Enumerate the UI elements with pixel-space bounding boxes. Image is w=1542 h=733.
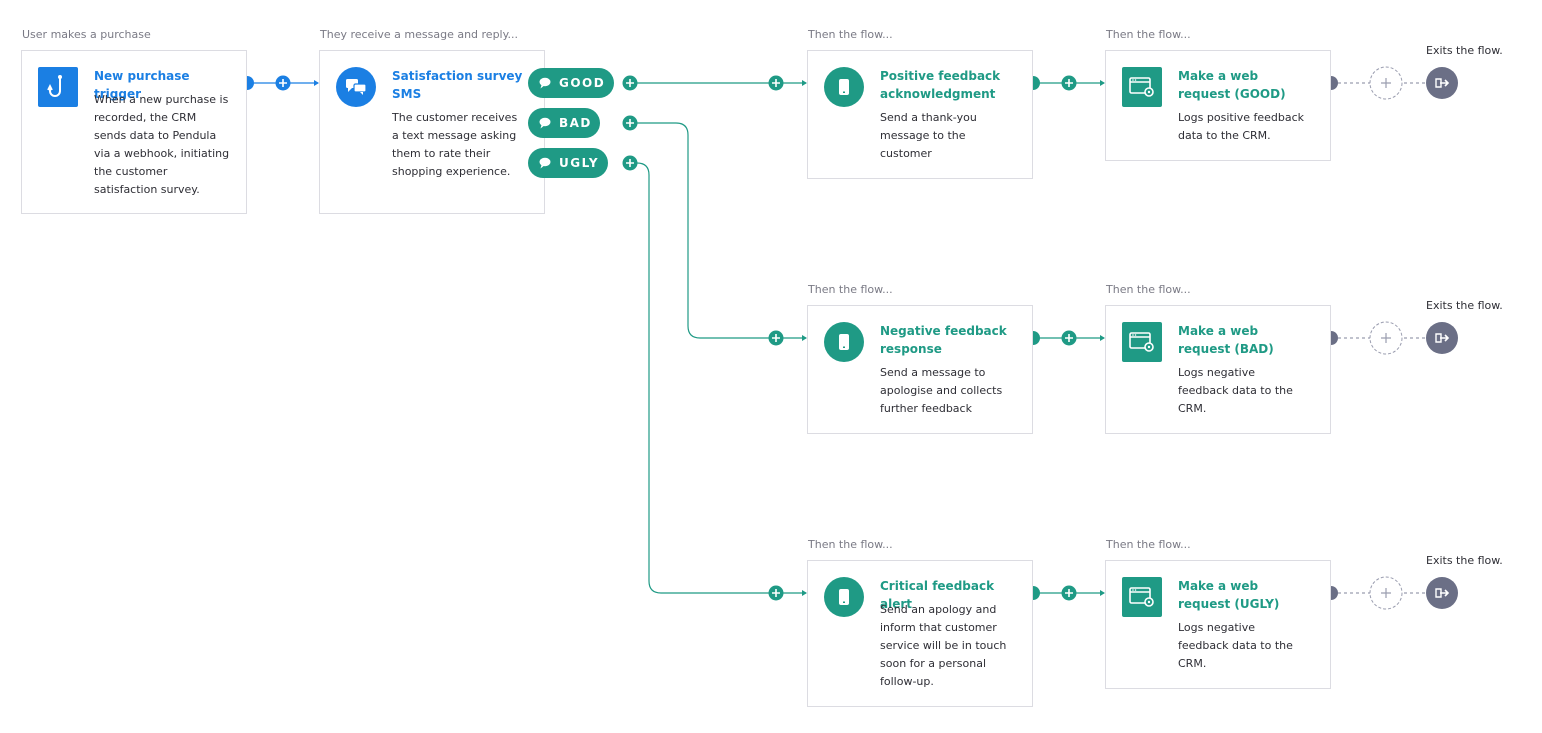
mobile-phone-icon [824,67,864,107]
add-step-button-good[interactable] [622,75,638,91]
hook-icon [38,67,78,107]
reply-ugly-label: UGLY [559,156,600,170]
web-request-description: Logs negative feedback data to the CRM. [1178,621,1293,670]
message-description: Send an apology and inform that customer… [880,603,1007,688]
web-request-icon [1122,67,1162,107]
reply-bad-label: BAD [559,116,592,130]
trigger-description: When a new purchase is recorded, the CRM… [94,93,230,196]
chat-bubbles-icon [336,67,376,107]
message-title: Negative feedback response [880,324,1007,356]
add-step-button-row2-a[interactable] [768,330,784,346]
add-step-placeholder-row1[interactable] [1369,66,1403,100]
web-request-icon [1122,322,1162,362]
message-title: Critical feedback alert [880,579,995,611]
speech-bubble-icon [539,77,551,89]
trigger-card[interactable]: New purchase trigger When a new purchase… [21,50,247,214]
stage-label-flow: Then the flow... [1106,538,1191,551]
web-request-bad-card[interactable]: Make a web request (BAD) Logs negative f… [1105,305,1331,434]
reply-bad-pill[interactable]: BAD [528,108,600,138]
stage-label-flow: Then the flow... [808,283,893,296]
reply-good-label: GOOD [559,76,606,90]
stage-label-trigger: User makes a purchase [22,28,151,41]
web-request-title: Make a web request (BAD) [1178,324,1274,356]
add-step-button-row1-a[interactable] [768,75,784,91]
add-step-button-bad[interactable] [622,115,638,131]
exit-label: Exits the flow. [1426,44,1503,57]
negative-feedback-card[interactable]: Negative feedback response Send a messag… [807,305,1033,434]
reply-good-pill[interactable]: GOOD [528,68,614,98]
message-description: Send a thank-you message to the customer [880,111,977,160]
survey-description: The customer receives a text message ask… [392,111,518,178]
add-step-button-row1-b[interactable] [1061,75,1077,91]
add-step-placeholder-row2[interactable] [1369,321,1403,355]
add-step-placeholder-row3[interactable] [1369,576,1403,610]
message-title: Positive feedback acknowledgment [880,69,1001,101]
stage-label-flow: Then the flow... [808,538,893,551]
survey-sms-card[interactable]: Satisfaction survey SMS The customer rec… [319,50,545,214]
stage-label-flow: Then the flow... [1106,283,1191,296]
trigger-title: New purchase trigger [94,69,190,101]
reply-ugly-pill[interactable]: UGLY [528,148,608,178]
exit-icon [1426,322,1458,354]
message-description: Send a message to apologise and collects… [880,366,1003,415]
mobile-phone-icon [824,577,864,617]
web-request-title: Make a web request (UGLY) [1178,579,1280,611]
positive-feedback-card[interactable]: Positive feedback acknowledgment Send a … [807,50,1033,179]
critical-feedback-card[interactable]: Critical feedback alert Send an apology … [807,560,1033,707]
survey-title: Satisfaction survey SMS [392,69,523,101]
add-step-button-1[interactable] [275,75,291,91]
web-request-description: Logs negative feedback data to the CRM. [1178,366,1293,415]
stage-label-flow: Then the flow... [1106,28,1191,41]
web-request-ugly-card[interactable]: Make a web request (UGLY) Logs negative … [1105,560,1331,689]
speech-bubble-icon [539,117,551,129]
add-step-button-ugly[interactable] [622,155,638,171]
exit-icon [1426,577,1458,609]
exit-label: Exits the flow. [1426,554,1503,567]
web-request-icon [1122,577,1162,617]
exit-label: Exits the flow. [1426,299,1503,312]
stage-label-survey: They receive a message and reply... [320,28,519,41]
speech-bubble-icon [539,157,551,169]
web-request-good-card[interactable]: Make a web request (GOOD) Logs positive … [1105,50,1331,161]
add-step-button-row2-b[interactable] [1061,330,1077,346]
web-request-title: Make a web request (GOOD) [1178,69,1286,101]
add-step-button-row3-a[interactable] [768,585,784,601]
exit-icon [1426,67,1458,99]
mobile-phone-icon [824,322,864,362]
add-step-button-row3-b[interactable] [1061,585,1077,601]
web-request-description: Logs positive feedback data to the CRM. [1178,111,1305,142]
stage-label-flow: Then the flow... [808,28,893,41]
